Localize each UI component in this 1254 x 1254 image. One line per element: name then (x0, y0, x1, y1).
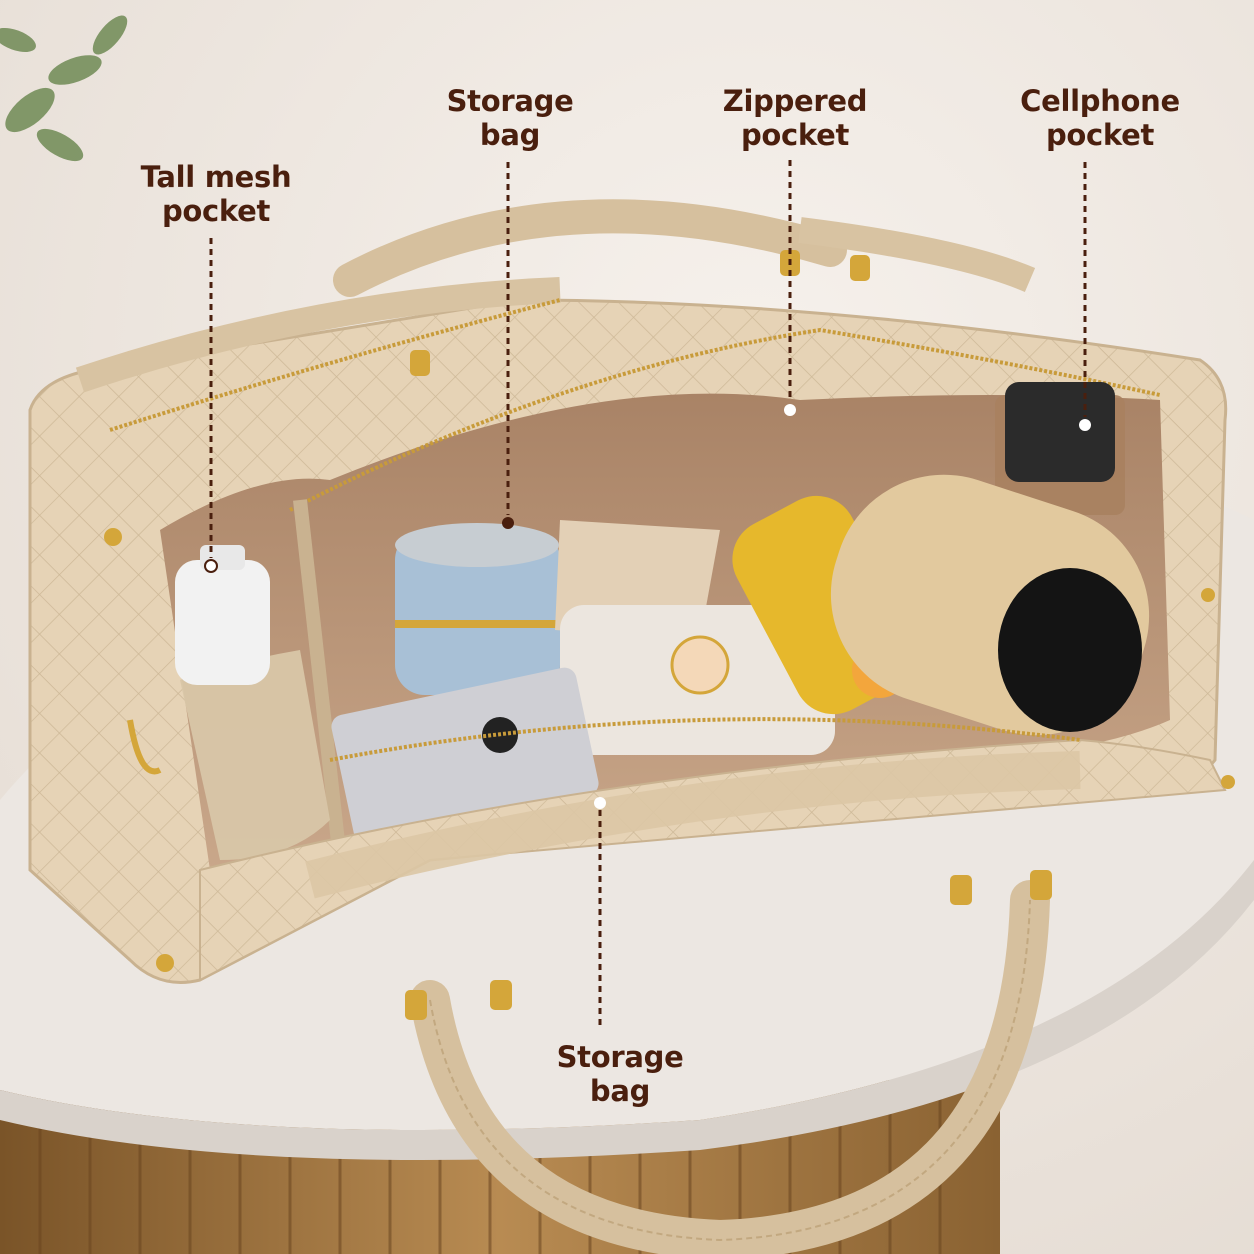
leader-lines (204, 160, 1091, 1030)
callout-tall-mesh-pocket: Tall mesh pocket (131, 160, 301, 228)
leader-dot-storage-bag-bottom (594, 797, 606, 809)
quilted-tote-bag (28, 199, 1235, 1254)
callout-cellphone-pocket: Cellphone pocket (1010, 84, 1190, 152)
callout-line-1: Tall mesh (140, 160, 292, 194)
callout-storage-bag-bottom: Storage bag (540, 1040, 700, 1108)
leader-dot-storage-bag-top (502, 517, 514, 529)
callout-line-2: bag (589, 1074, 651, 1108)
leader-dot-tall-mesh-pocket (204, 559, 218, 573)
callout-line-2: pocket (161, 194, 271, 228)
callout-line-2: pocket (1045, 118, 1155, 152)
plant-leaves (0, 15, 128, 162)
callout-line-1: Storage (446, 84, 574, 118)
callout-zippered-pocket: Zippered pocket (710, 84, 880, 152)
callout-line-2: bag (479, 118, 541, 152)
callout-line-1: Storage (556, 1040, 684, 1074)
leader-dot-cellphone-pocket (1079, 419, 1091, 431)
leader-dot-zippered-pocket (784, 404, 796, 416)
callout-storage-bag-top: Storage bag (430, 84, 590, 152)
callout-line-2: pocket (740, 118, 850, 152)
callout-line-1: Cellphone (1020, 84, 1180, 118)
callout-line-1: Zippered (722, 84, 868, 118)
